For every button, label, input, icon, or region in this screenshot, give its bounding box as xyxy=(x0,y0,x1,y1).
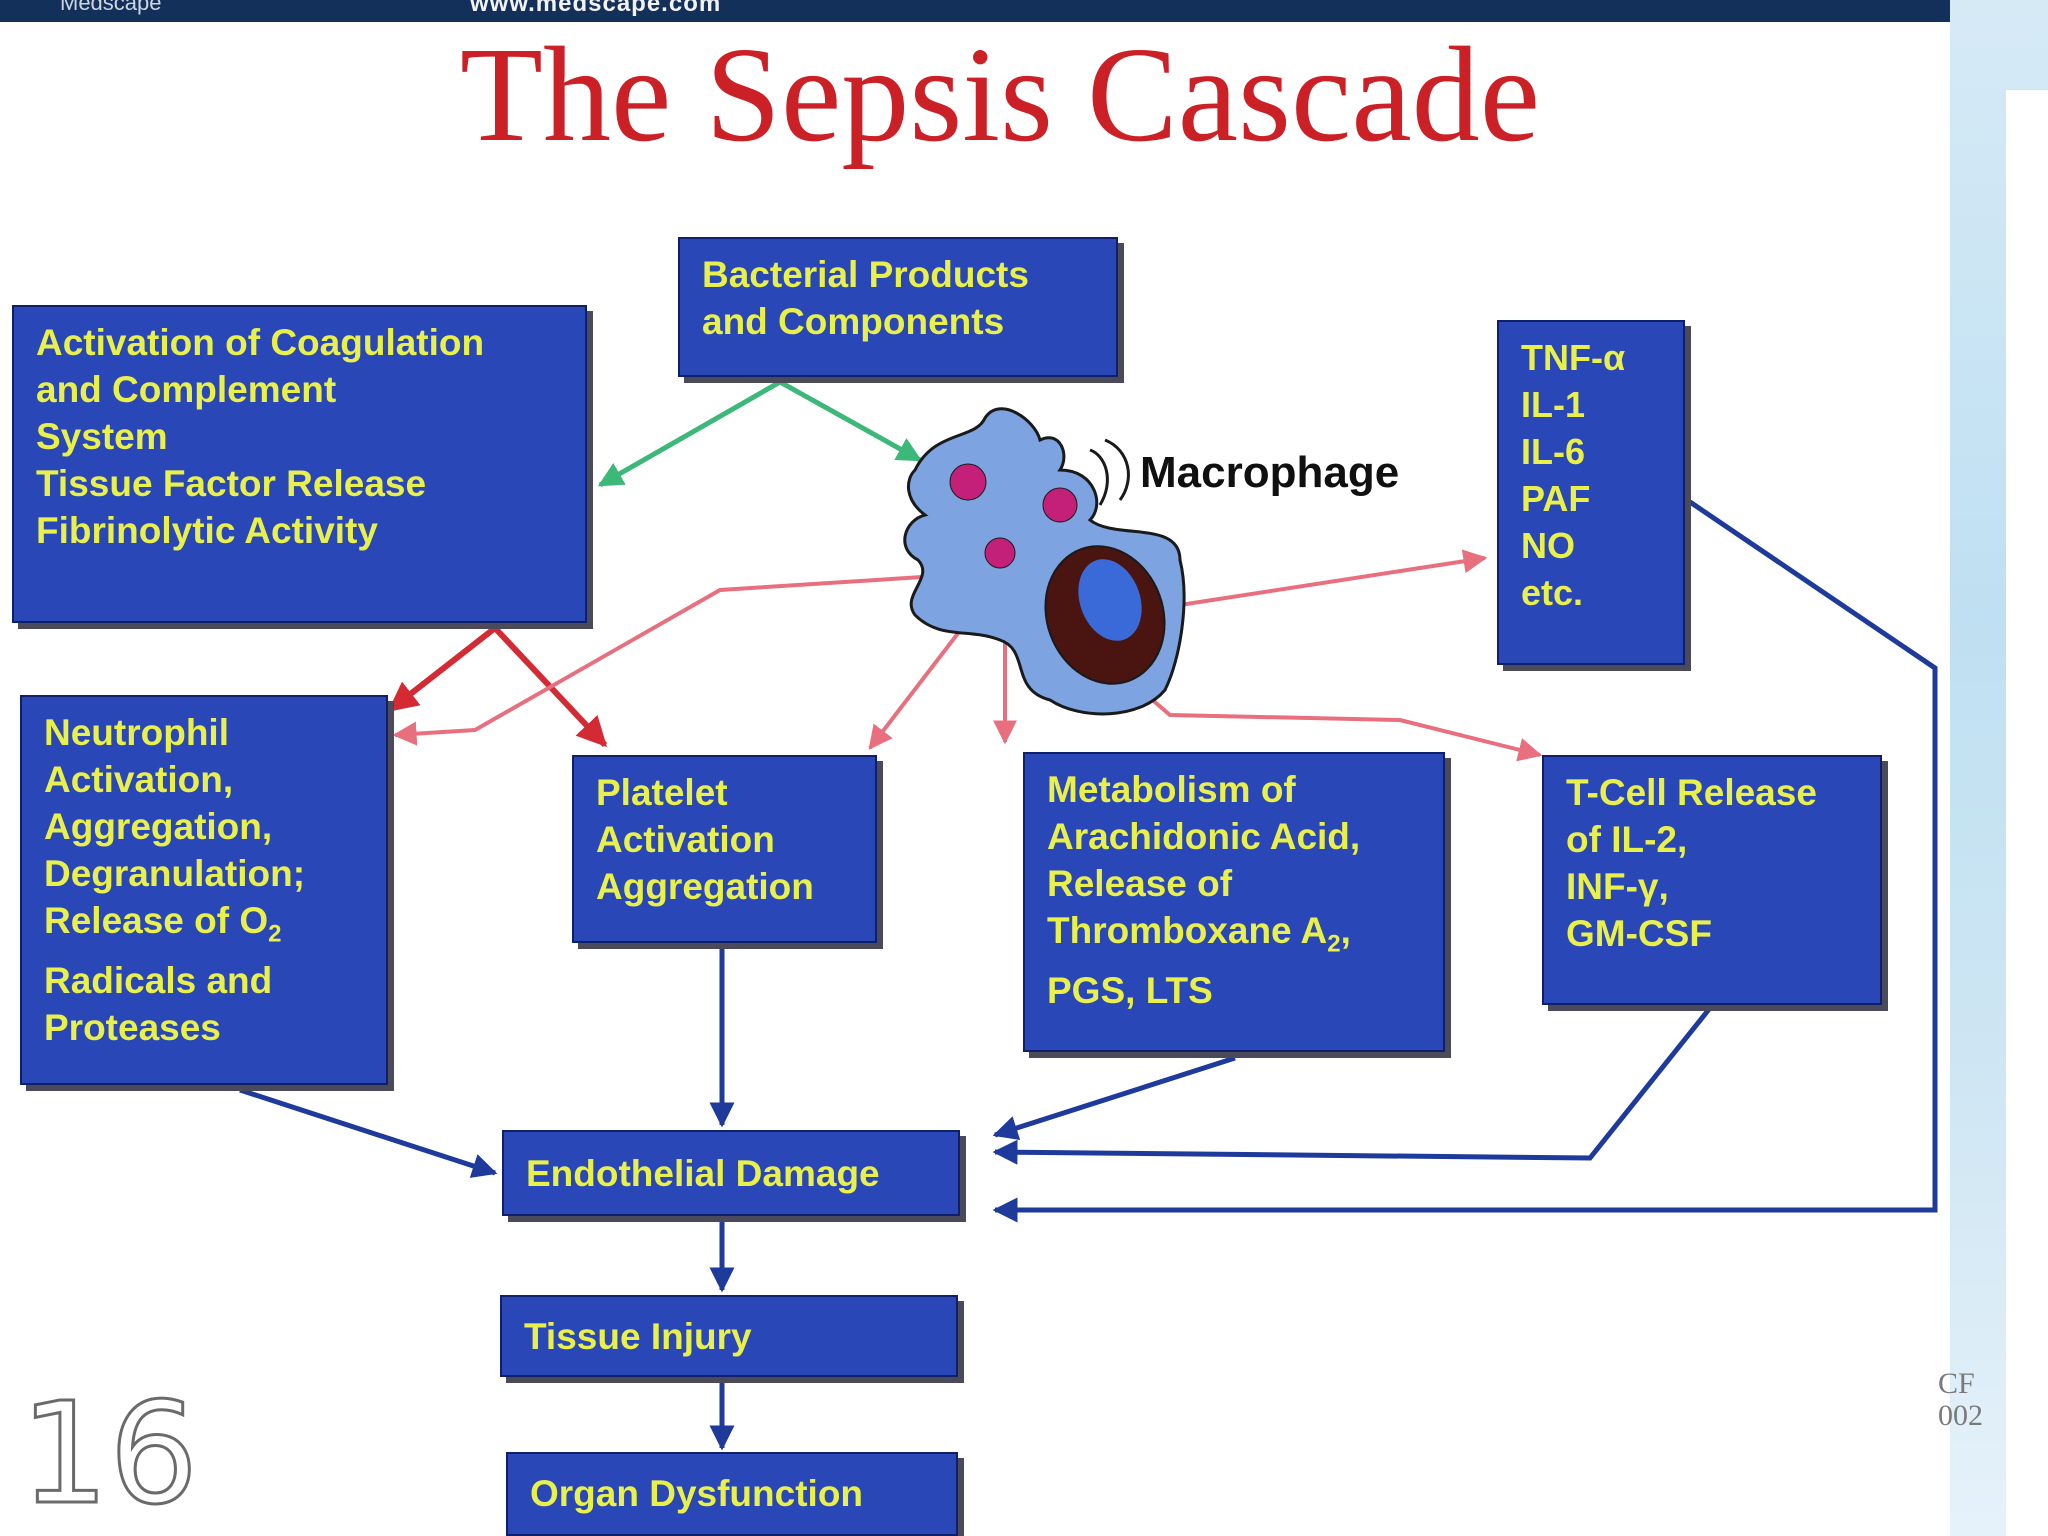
arrow-macrophage-to-neutrophil xyxy=(392,570,1001,746)
neutrophil-line-6: Radicals and xyxy=(44,960,273,1002)
credit-text: CF 002 xyxy=(1938,1367,1983,1432)
slide-title: The Sepsis Cascade xyxy=(459,20,1541,170)
metabolism-thromboxane-text: Thromboxane A xyxy=(1047,910,1328,951)
macrophage-label: Macrophage xyxy=(1140,448,1400,497)
neutrophil-box: Neutrophil Activation, Aggregation, Degr… xyxy=(20,695,388,1085)
green-arrows xyxy=(597,379,923,488)
platelet-box: Platelet Activation Aggregation xyxy=(572,755,877,943)
arrow-bacterial-to-macrophage xyxy=(778,379,923,463)
metabolism-line-5: PGS, LTS xyxy=(1047,970,1213,1012)
metabolism-box: Metabolism of Arachidonic Acid, Release … xyxy=(1023,752,1445,1052)
slide-number: 16 xyxy=(18,1373,199,1536)
endothelial-damage-box: Endothelial Damage xyxy=(502,1130,960,1216)
arrow-coagulation-to-neutrophil xyxy=(387,625,497,713)
tissue-injury-box: Tissue Injury xyxy=(500,1295,958,1377)
tcell-box: T-Cell Release of IL-2, INF-γ, GM-CSF xyxy=(1542,755,1882,1005)
arrow-neutrophil-to-endothelial xyxy=(239,1087,498,1178)
arrow-metabolism-to-endothelial xyxy=(992,1055,1236,1141)
neutrophil-line-7: Proteases xyxy=(44,1007,221,1049)
arrow-cytokines-to-endothelial xyxy=(992,499,1938,1223)
header-url: www.medscape.com xyxy=(470,0,722,17)
arrow-macrophage-to-cytokines xyxy=(1179,549,1488,607)
cytokines-box: TNF-α IL-1 IL-6 PAF NO etc. xyxy=(1497,320,1685,665)
metabolism-line-2: Arachidonic Acid, xyxy=(1047,816,1361,857)
red-arrows xyxy=(387,625,608,748)
metabolism-line-3: Release of xyxy=(1047,863,1233,904)
metabolism-thromboxane-tail: , xyxy=(1340,910,1351,951)
blue-arrows xyxy=(239,499,1938,1451)
coagulation-box: Activation of Coagulation and Complement… xyxy=(12,305,587,623)
macrophage-illustration xyxy=(903,407,1186,716)
decorative-side-panel-inner xyxy=(2006,90,2048,1536)
metabolism-line-4: Thromboxane A2, xyxy=(1047,907,1421,967)
metabolism-line-1: Metabolism of xyxy=(1047,769,1296,810)
neutrophil-line-2: Activation, xyxy=(44,759,234,800)
arrow-tcell-to-endothelial xyxy=(992,1006,1712,1165)
neutrophil-line-5: Release of O2 xyxy=(44,897,364,957)
header-left-text: Medscape xyxy=(60,0,162,15)
header-bar: Medscape www.medscape.com xyxy=(0,0,1950,22)
neutrophil-line-4: Degranulation; xyxy=(44,853,306,894)
neutrophil-release-text: Release of O xyxy=(44,900,269,941)
neutrophil-line-1: Neutrophil xyxy=(44,712,229,753)
neutrophil-line-3: Aggregation, xyxy=(44,806,273,847)
organ-dysfunction-box: Organ Dysfunction xyxy=(506,1452,958,1536)
neutrophil-release-subscript: 2 xyxy=(268,920,282,948)
arrow-bacterial-to-coagulation xyxy=(597,379,782,488)
bacterial-products-box: Bacterial Products and Components xyxy=(678,237,1118,377)
metabolism-thromboxane-subscript: 2 xyxy=(1327,930,1341,958)
